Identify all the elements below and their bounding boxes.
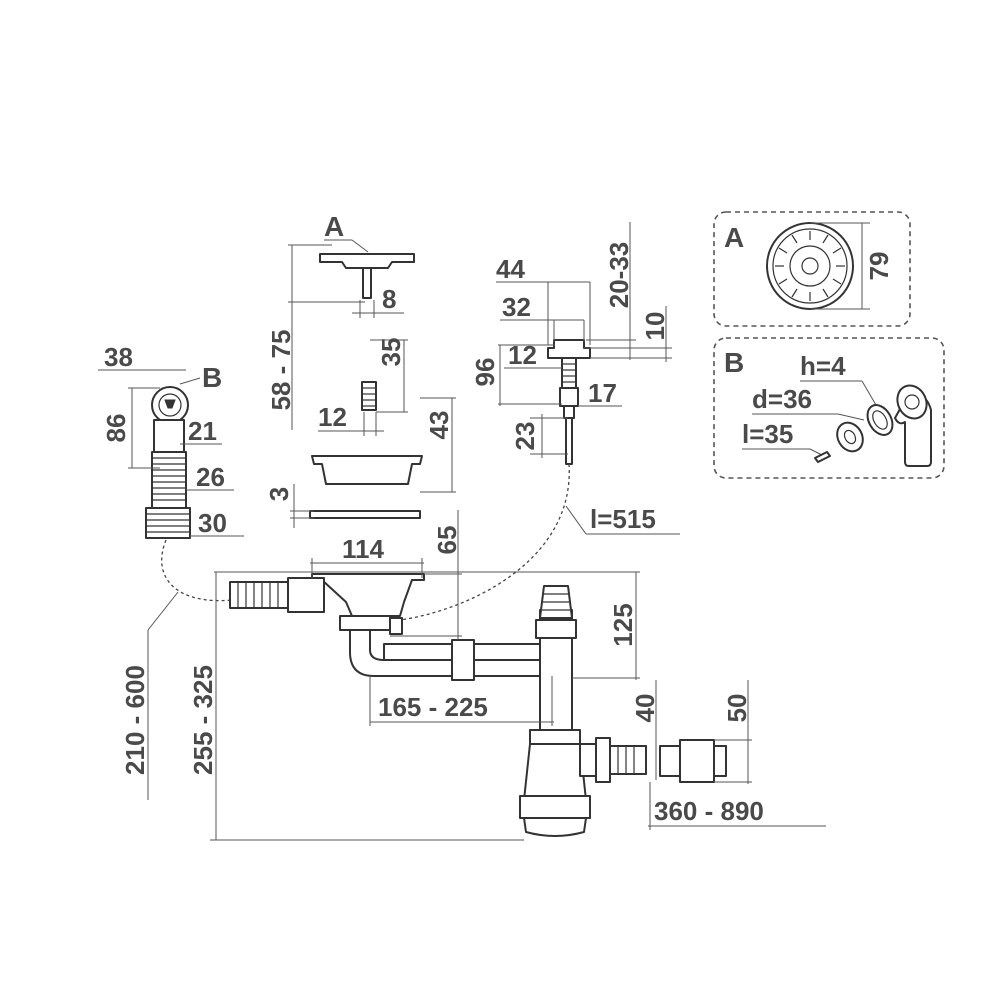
dim-overflow-30: 30 (198, 508, 227, 538)
dim-grate-79: 79 (864, 252, 894, 281)
dim-b-l: l=35 (742, 419, 793, 449)
dim-knob-12: 12 (508, 340, 537, 370)
detail-a-label: A (724, 222, 744, 253)
dim-connector-40: 40 (630, 694, 660, 723)
overflow-assembly: 38 B 86 21 26 30 (98, 342, 244, 539)
strainer-grate-icon (766, 222, 854, 310)
dim-knob-32: 32 (502, 292, 531, 322)
dim-outlet-360-890: 360 - 890 (654, 796, 764, 826)
detail-b-box: B h=4 d=36 l=35 (713, 337, 945, 479)
overflow-b-label: B (202, 362, 222, 393)
dim-overflow-21: 21 (188, 416, 217, 446)
dim-overflow-86: 86 (101, 414, 131, 443)
dim-siphon-255-325: 255 - 325 (188, 665, 218, 775)
dim-screw-35: 35 (376, 338, 406, 367)
dim-connector-50: 50 (722, 694, 752, 723)
dim-pipe-165-225: 165 - 225 (378, 692, 488, 722)
siphon-assembly (229, 573, 727, 837)
connecting-screw: 35 12 (318, 338, 408, 436)
dim-knob-10: 10 (640, 312, 670, 341)
dim-knob-96: 96 (470, 358, 500, 387)
control-cable-dashed (399, 463, 570, 621)
detail-b-label: B (724, 347, 744, 378)
corrugated-hose (145, 451, 191, 539)
detail-a-box: A 79 (713, 211, 911, 327)
plug-a: A 58 - 75 8 (266, 211, 415, 430)
dim-siphon-125: 125 (608, 603, 638, 646)
dim-screw-12: 12 (318, 402, 347, 432)
dim-strainer-43: 43 (424, 411, 454, 440)
dim-knob-23: 23 (510, 422, 540, 451)
dim-outlet-114: 114 (342, 534, 384, 564)
overflow-parts-icon (814, 384, 932, 467)
overflow-hose-dashed (161, 539, 233, 602)
dim-cable-515: l=515 (590, 504, 656, 534)
dim-outlet-65: 65 (432, 526, 462, 555)
dim-knob-44: 44 (496, 254, 525, 284)
dim-gasket-3: 3 (264, 487, 294, 501)
dim-knob-17: 17 (588, 378, 617, 408)
dim-b-d: d=36 (752, 384, 812, 414)
gasket: 3 (264, 484, 421, 528)
dim-plug-58-75: 58 - 75 (266, 330, 296, 411)
dim-knob-20-33: 20-33 (604, 242, 634, 309)
dim-hose-210-600: 210 - 600 (120, 665, 150, 775)
remote-control-knob: 44 32 20-33 10 12 96 17 23 (470, 222, 672, 465)
strainer-bowl: 43 (311, 397, 456, 493)
dim-overflow-38: 38 (104, 342, 133, 372)
dim-b-h: h=4 (800, 351, 846, 381)
dim-plug-8: 8 (382, 284, 396, 314)
plug-a-label: A (324, 211, 344, 242)
dim-overflow-26: 26 (196, 462, 225, 492)
